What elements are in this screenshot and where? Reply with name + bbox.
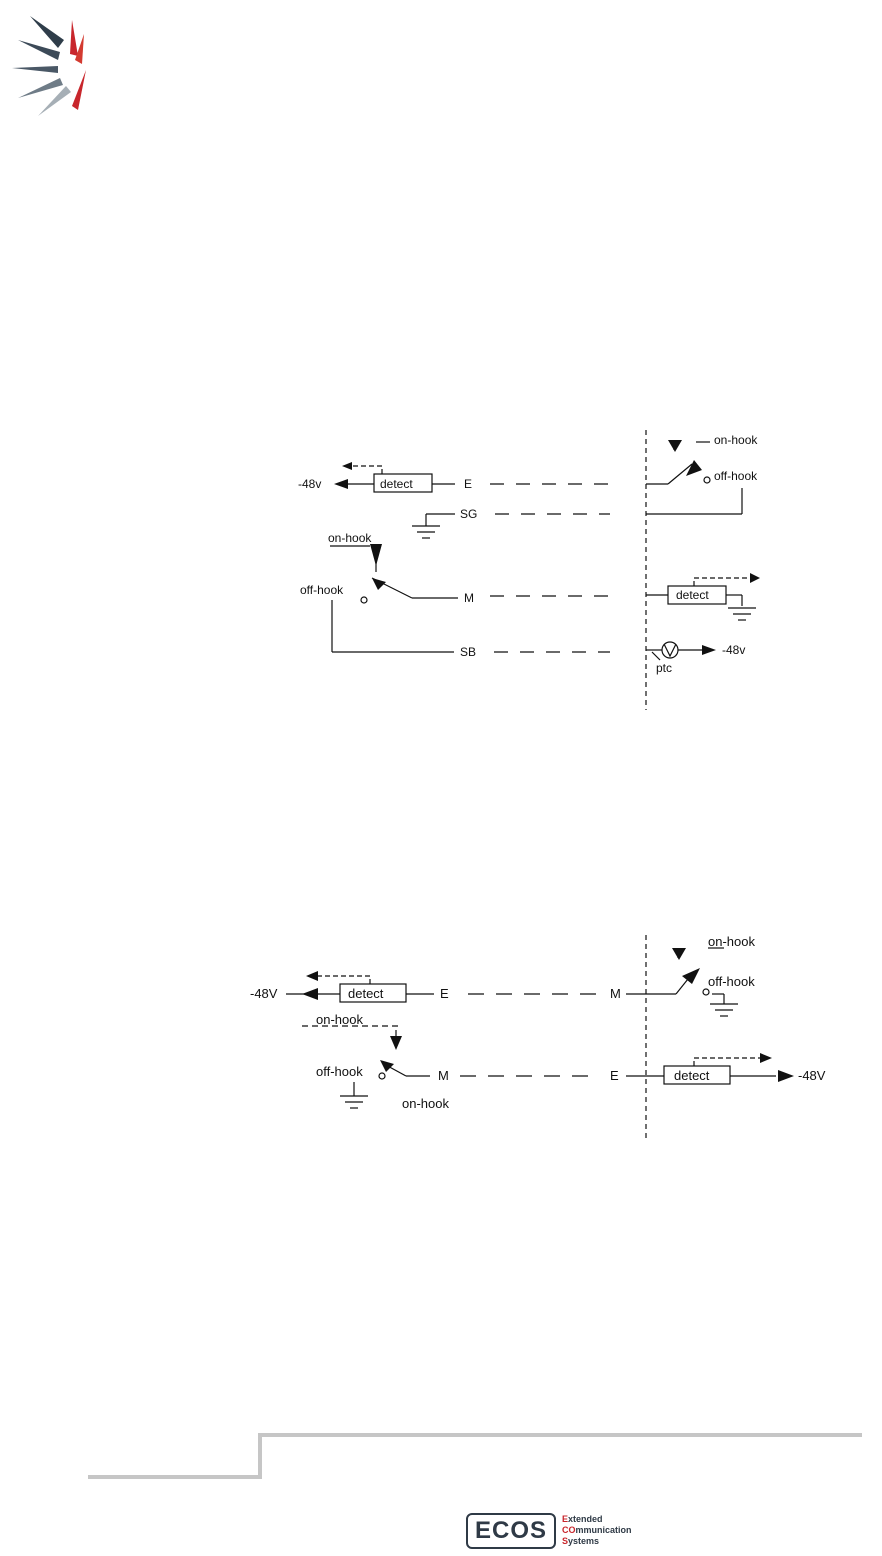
label-onhook-right: on-hook — [714, 433, 758, 447]
footer-rule — [88, 1432, 862, 1482]
tagline-initial-co: CO — [562, 1525, 576, 1535]
label-neg48-right: -48V — [798, 1068, 826, 1083]
label-offhook-right: off-hook — [714, 469, 758, 483]
label-onhook-left: on-hook — [316, 1012, 363, 1027]
label-M-right: M — [610, 986, 621, 1001]
label-M: M — [464, 591, 474, 605]
label-offhook-left: off-hook — [316, 1064, 363, 1079]
label-onhook-right: on-hook — [708, 934, 755, 949]
ecos-logo: ECOS Extended COmmunication Systems — [466, 1513, 636, 1553]
tagline-extended: xtended — [568, 1514, 603, 1524]
label-ptc: ptc — [656, 661, 672, 675]
diagram-1-four-wire-em: -48v detect E SG on-hook off-hook M SB o… — [290, 420, 790, 710]
diagram-2-two-wire-em: -48V detect E on-hook off-hook M on-hook… — [246, 930, 846, 1140]
label-detect-right: detect — [676, 588, 709, 602]
label-SB: SB — [460, 645, 476, 659]
company-swirl-logo — [8, 10, 98, 120]
label-detect-left: detect — [348, 986, 384, 1001]
tagline-communication: mmunication — [576, 1525, 632, 1535]
ecos-tagline: Extended COmmunication Systems — [562, 1514, 632, 1547]
tagline-systems: ystems — [568, 1536, 599, 1546]
label-onhook-left: on-hook — [328, 531, 372, 545]
label-neg48-left: -48v — [298, 477, 321, 491]
label-SG: SG — [460, 507, 477, 521]
label-offhook-left: off-hook — [300, 583, 344, 597]
label-detect-left: detect — [380, 477, 413, 491]
dashed-arrow — [348, 466, 382, 474]
label-detect-right: detect — [674, 1068, 710, 1083]
label-E-right: E — [610, 1068, 619, 1083]
label-offhook-right: off-hook — [708, 974, 755, 989]
label-M-left: M — [438, 1068, 449, 1083]
label-E: E — [464, 477, 472, 491]
label-neg48-left: -48V — [250, 986, 278, 1001]
label-neg48-right: -48v — [722, 643, 745, 657]
label-onhook-below: on-hook — [402, 1096, 449, 1111]
label-E-left: E — [440, 986, 449, 1001]
ecos-wordmark: ECOS — [475, 1517, 547, 1545]
ecos-badge: ECOS — [466, 1513, 556, 1549]
